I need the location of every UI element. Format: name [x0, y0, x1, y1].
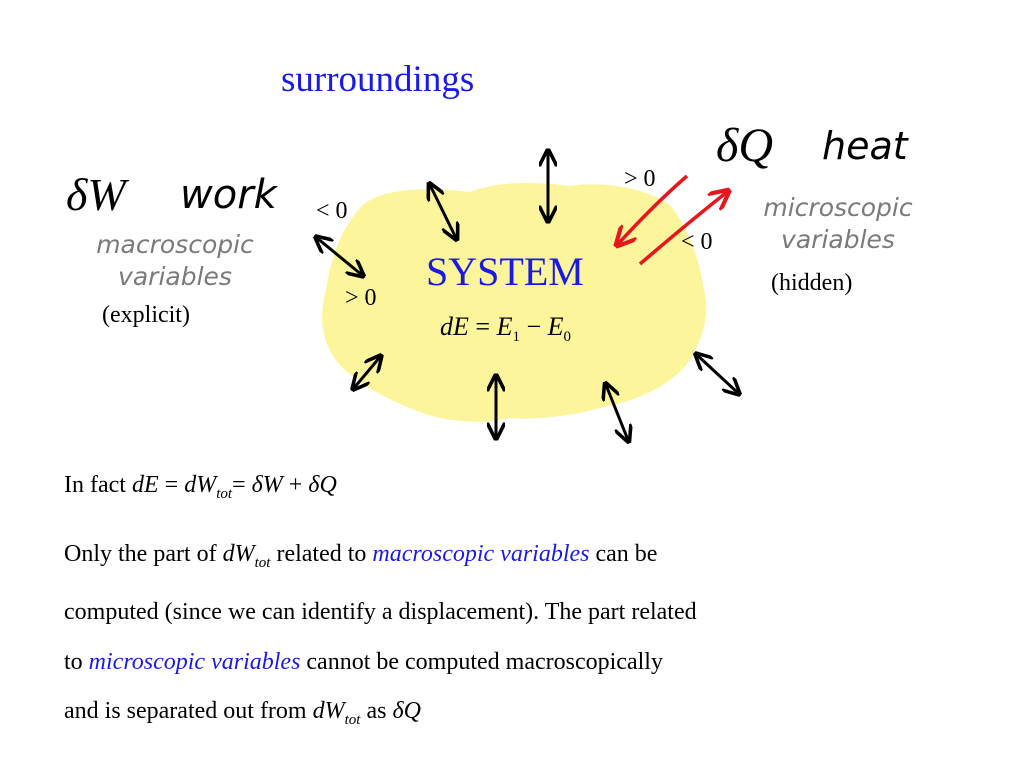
r1-c: can be [589, 541, 658, 567]
line1-plus: + [282, 472, 309, 498]
r4-dW: dW [312, 698, 345, 725]
explanation-paragraph: Only the part of dWtot related to macros… [64, 530, 984, 746]
micro-line1: microscopic [763, 193, 913, 222]
hidden-note: (hidden) [771, 270, 853, 296]
formula-e0: E [547, 312, 564, 341]
line1-prefix: In fact [64, 472, 132, 498]
r4-b: as [360, 698, 393, 725]
heat-in-sign: > 0 [624, 166, 656, 192]
heat-symbol: δQ [716, 119, 773, 172]
line1-deltaW: δW [251, 472, 283, 498]
formula-lhs: dE [440, 312, 469, 341]
energy-formula: dE = E1 − E0 [440, 312, 571, 346]
macro-line1: macroscopic [96, 230, 254, 259]
heat-out-arrow [638, 192, 727, 266]
r4-tot: tot [344, 712, 361, 729]
system-diagram [0, 0, 1024, 460]
r3-a: to [64, 648, 89, 675]
para-row-4: and is separated out from dWtot as δQ [64, 687, 984, 745]
system-blob [322, 182, 707, 422]
work-label: work [180, 172, 277, 218]
surroundings-label: surroundings [281, 59, 475, 100]
formula-equals: = [468, 312, 497, 341]
r3-highlight: microscopic variables [88, 648, 301, 675]
line1-tot: tot [216, 485, 233, 502]
line1-dW: dW [184, 472, 217, 498]
microscopic-variables-label: microscopic variables [748, 192, 928, 256]
r4-dWtot: dWtot [312, 698, 361, 728]
work-in-sign: > 0 [345, 285, 377, 311]
line1-dE: dE [131, 472, 159, 498]
line1-dWtot: dWtot [184, 472, 232, 502]
heat-in-arrow [618, 174, 689, 244]
micro-line2: variables [781, 225, 895, 254]
formula-sub0: 0 [563, 329, 572, 346]
double-arrow-bottom-right [606, 385, 628, 440]
explicit-note: (explicit) [102, 302, 190, 328]
work-out-sign: < 0 [316, 198, 348, 224]
para-row-3: to microscopic variables cannot be compu… [64, 638, 984, 688]
r1-a: Only the part of [64, 541, 223, 567]
formula-sub1: 1 [512, 329, 520, 346]
double-arrow-right [697, 355, 738, 393]
double-arrow-left [317, 238, 362, 275]
formula-e1: E [496, 312, 513, 341]
r1-dW: dW [222, 541, 255, 567]
heat-arrows [618, 174, 727, 266]
system-label: SYSTEM [426, 249, 584, 294]
line1-eq2: = [232, 472, 252, 498]
double-arrow-bottom-left [354, 357, 380, 388]
line1-deltaQ: δQ [308, 472, 337, 498]
r3-b: cannot be computed macroscopically [300, 648, 663, 675]
r4-deltaQ: δQ [392, 698, 421, 725]
work-symbol: δW [66, 169, 126, 220]
para-row-1: Only the part of dWtot related to macros… [64, 530, 984, 588]
heat-label: heat [822, 124, 908, 168]
line1-eq1: = [158, 472, 185, 498]
double-arrow-top-left [430, 185, 456, 238]
r1-b: related to [270, 541, 373, 567]
r1-tot: tot [254, 554, 271, 571]
energy-equation-line: In fact dE = dWtot= δW + δQ [64, 472, 337, 503]
macro-line2: variables [118, 262, 232, 291]
heat-out-sign: < 0 [681, 229, 713, 255]
work-arrows [317, 152, 738, 440]
formula-minus: − [519, 312, 548, 341]
r1-highlight: macroscopic variables [372, 541, 590, 567]
r1-dWtot: dWtot [222, 541, 271, 571]
r4-a: and is separated out from [64, 698, 313, 725]
macroscopic-variables-label: macroscopic variables [80, 229, 270, 293]
para-row-2: computed (since we can identify a displa… [64, 599, 697, 626]
